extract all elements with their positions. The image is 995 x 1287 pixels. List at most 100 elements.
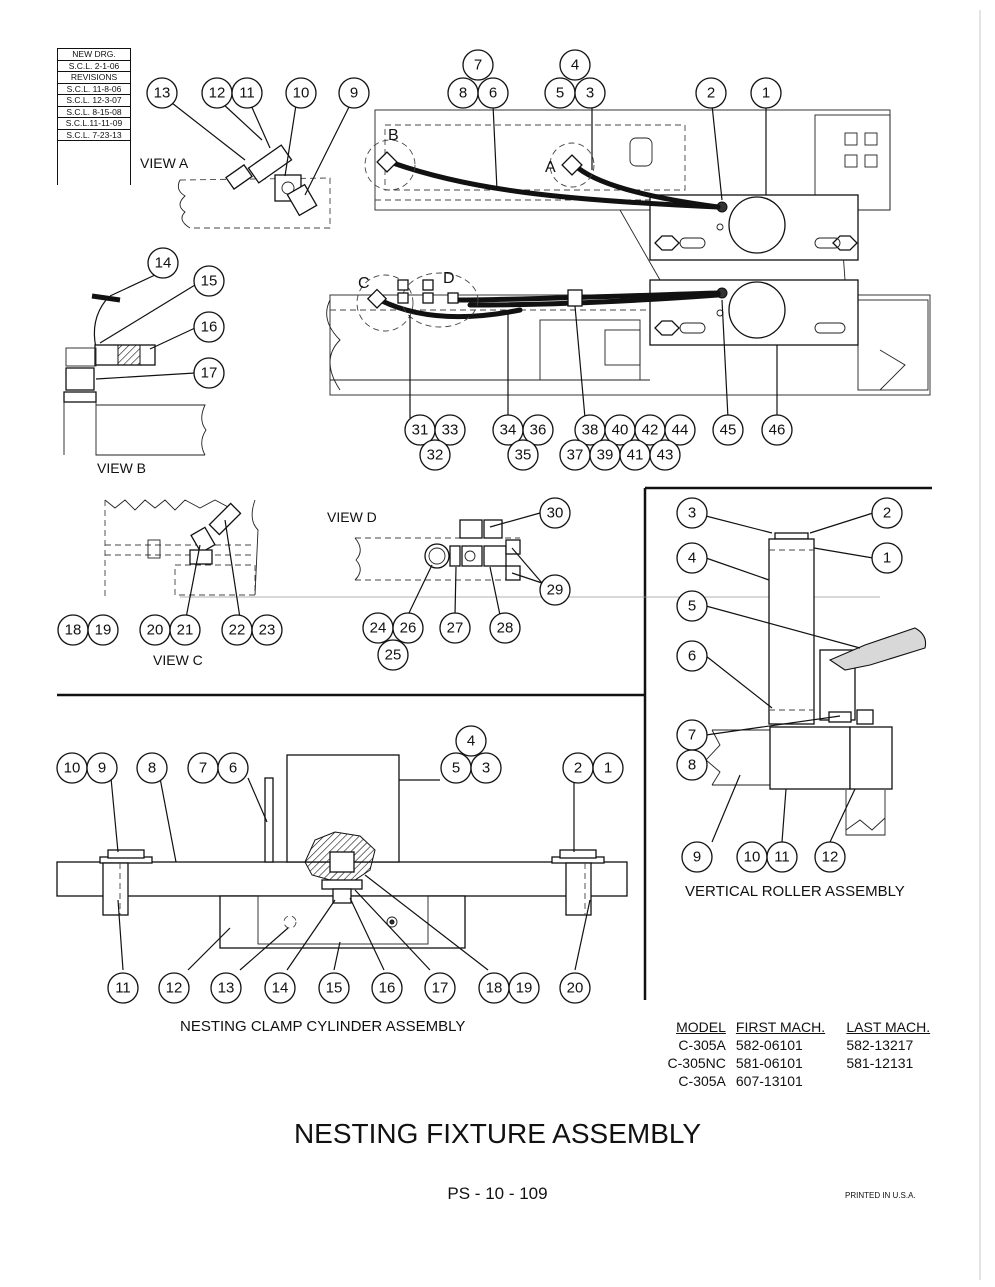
svg-text:19: 19 [95, 622, 112, 639]
hose-clamp [567, 289, 583, 307]
callout: 16 [193, 311, 225, 343]
svg-text:36: 36 [530, 422, 547, 439]
svg-text:21: 21 [177, 622, 194, 639]
svg-text:41: 41 [627, 447, 644, 464]
callout: 8 [136, 752, 168, 784]
callout: 6 [477, 77, 509, 109]
view-d-label: VIEW D [327, 509, 377, 525]
callout: 8 [447, 77, 479, 109]
detail-c-circle [356, 274, 414, 332]
model-cell: C-305A [678, 1073, 726, 1089]
callout: 43 [649, 439, 681, 471]
table-row: C-305A 607-13101 [645, 1072, 945, 1090]
svg-text:9: 9 [98, 760, 106, 777]
callout: 4 [455, 725, 487, 757]
fitting-b [376, 151, 398, 173]
point-c-label: C [358, 275, 370, 292]
first-mach-cell: 607-13101 [735, 1073, 803, 1089]
callout: 1 [750, 77, 782, 109]
table-row: C-305A 582-06101 582-13217 [645, 1036, 945, 1054]
view-d-detail [354, 519, 521, 581]
svg-text:17: 17 [201, 365, 218, 382]
callout: 10 [56, 752, 88, 784]
callout: 11 [231, 77, 263, 109]
svg-text:18: 18 [486, 980, 503, 997]
table-row: C-305NC 581-06101 581-12131 [645, 1054, 945, 1072]
callout: 3 [676, 497, 708, 529]
svg-text:2: 2 [883, 505, 891, 522]
model-cell: C-305NC [667, 1055, 726, 1071]
callout: 19 [508, 972, 540, 1004]
point-b-label: B [388, 127, 399, 144]
svg-text:34: 34 [500, 422, 517, 439]
point-a-label: A [545, 159, 556, 176]
svg-text:46: 46 [769, 422, 786, 439]
callout: 20 [559, 972, 591, 1004]
callouts-clamp-bottom: 11 12 13 14 15 16 17 18 19 20 [107, 972, 591, 1004]
first-mach-cell: 582-06101 [735, 1037, 803, 1053]
first-mach-cell: 581-06101 [735, 1055, 803, 1071]
svg-text:31: 31 [412, 422, 429, 439]
leader-lines [95, 102, 874, 971]
callout: 18 [478, 972, 510, 1004]
svg-text:10: 10 [64, 760, 81, 777]
svg-text:33: 33 [442, 422, 459, 439]
fitting [397, 279, 409, 291]
header-model: MODEL [676, 1019, 726, 1035]
callout: 27 [439, 612, 471, 644]
svg-text:37: 37 [567, 447, 584, 464]
callout: 10 [736, 841, 768, 873]
svg-text:6: 6 [229, 760, 237, 777]
callout: 37 [559, 439, 591, 471]
callouts-roller: 3 2 1 4 5 6 7 8 9 10 11 12 [676, 497, 903, 873]
callout: 33 [434, 414, 466, 446]
svg-text:16: 16 [201, 319, 218, 336]
point-d-label: D [443, 270, 455, 287]
callout: 16 [371, 972, 403, 1004]
revision-entry: S.C.L.11-11-09 [58, 118, 130, 130]
callout: 28 [489, 612, 521, 644]
svg-text:3: 3 [688, 505, 696, 522]
view-c-detail [104, 499, 259, 600]
callout: 41 [619, 439, 651, 471]
svg-text:4: 4 [688, 550, 696, 567]
callout: 38 [574, 414, 606, 446]
header-first-mach: FIRST MACH. [735, 1019, 826, 1035]
hose-lower-3 [467, 292, 721, 308]
svg-text:6: 6 [688, 648, 696, 665]
callout: 22 [221, 614, 253, 646]
revision-entry: S.C.L. 8-15-08 [58, 107, 130, 118]
view-a-detail [177, 144, 331, 229]
svg-text:16: 16 [379, 980, 396, 997]
callout: 5 [544, 77, 576, 109]
svg-text:7: 7 [474, 57, 482, 74]
new-drawing-date: S.C.L. 2-1-06 [58, 61, 130, 72]
svg-text:20: 20 [147, 622, 164, 639]
svg-text:20: 20 [567, 980, 584, 997]
detail-b-circle [364, 139, 416, 191]
hose-upper-long [390, 160, 721, 210]
svg-text:1: 1 [883, 550, 891, 567]
callout: 3 [574, 77, 606, 109]
svg-text:35: 35 [515, 447, 532, 464]
page-title: NESTING FIXTURE ASSEMBLY [293, 1118, 702, 1149]
callout: 36 [522, 414, 554, 446]
clamp-assembly-title: NESTING CLAMP CYLINDER ASSEMBLY [180, 1018, 466, 1035]
svg-text:11: 11 [115, 980, 131, 997]
callout: 11 [766, 841, 798, 873]
callout: 13 [146, 77, 178, 109]
callout: 10 [285, 77, 317, 109]
callout: 1 [592, 752, 624, 784]
view-b-detail [63, 293, 207, 456]
svg-text:12: 12 [209, 85, 226, 102]
callout: 21 [169, 614, 201, 646]
svg-text:6: 6 [489, 85, 497, 102]
callout: 44 [664, 414, 696, 446]
revision-block: NEW DRG. S.C.L. 2-1-06 REVISIONS S.C.L. … [57, 48, 131, 185]
svg-text:43: 43 [657, 447, 674, 464]
fixture-plate-lower [649, 279, 859, 346]
svg-text:12: 12 [822, 849, 839, 866]
svg-text:2: 2 [707, 85, 715, 102]
callout: 9 [86, 752, 118, 784]
